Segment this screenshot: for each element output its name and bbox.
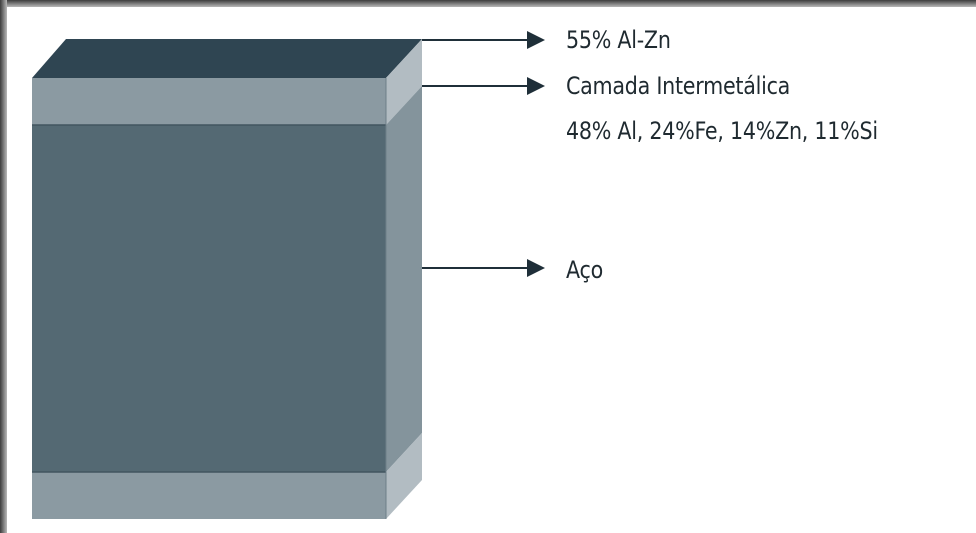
arrow-coating xyxy=(422,31,545,49)
lower-intermetallic-front xyxy=(32,472,386,519)
arrow-steel xyxy=(422,259,545,277)
label-steel: Aço xyxy=(566,256,603,284)
steel-core-side xyxy=(386,86,422,472)
label-intermetallic: Camada Intermetálica xyxy=(566,72,791,100)
upper-intermetallic-side xyxy=(386,39,422,125)
label-coating: 55% Al-Zn xyxy=(566,26,671,54)
upper-intermetallic-front xyxy=(32,78,386,125)
lower-intermetallic-side xyxy=(386,433,422,519)
arrow-intermetallic xyxy=(422,77,545,95)
label-intermetallic-composition: 48% Al, 24%Fe, 14%Zn, 11%Si xyxy=(566,117,878,145)
steel-core-front xyxy=(32,125,386,472)
frame-top-border xyxy=(0,0,976,7)
coating-top-face xyxy=(32,39,422,78)
frame-left-border xyxy=(0,0,7,533)
